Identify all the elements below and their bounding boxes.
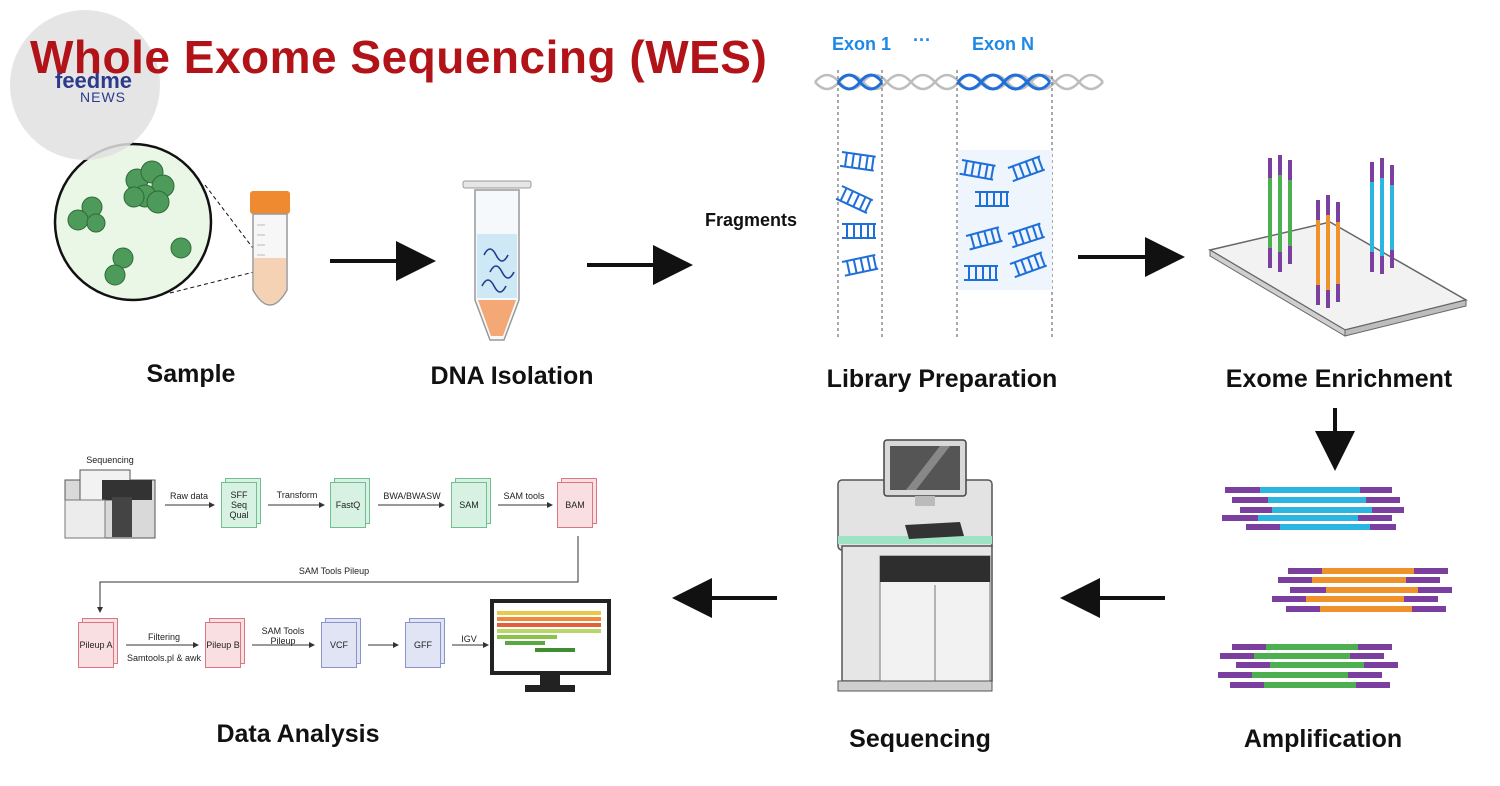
pipeline-sam-tools-pileup-label: SAM Tools Pileup bbox=[261, 626, 305, 646]
pipeline-sequencing-label: Sequencing bbox=[86, 455, 134, 465]
flow-arrows bbox=[330, 237, 1355, 618]
step-library-preparation-label: Library Preparation bbox=[826, 365, 1058, 393]
igv-monitor-illustration bbox=[490, 599, 611, 692]
enrichment-illustration bbox=[1208, 155, 1468, 337]
step-amplification-label: Amplification bbox=[1243, 725, 1403, 753]
step-sample-label: Sample bbox=[146, 360, 236, 388]
node-bam: BAM bbox=[557, 482, 593, 528]
library-illustration bbox=[814, 70, 1104, 340]
feedme-news-logo bbox=[10, 10, 160, 160]
node-vcf: VCF bbox=[321, 622, 357, 668]
exon-n-label: Exon N bbox=[972, 34, 1035, 54]
pipeline-arrows bbox=[97, 502, 579, 648]
step-data-analysis-label: Data Analysis bbox=[216, 720, 380, 748]
logo-sub-text: NEWS bbox=[80, 89, 126, 105]
fragments-label: Fragments bbox=[705, 210, 798, 230]
pipeline-raw-data-label: Raw data bbox=[169, 491, 209, 501]
pipeline-samtools-awk-label: Samtools.pl & awk bbox=[126, 653, 202, 663]
step-dna-isolation-label: DNA Isolation bbox=[430, 362, 594, 390]
node-pileup-b: Pileup B bbox=[205, 622, 241, 668]
page-title: Whole Exome Sequencing (WES) bbox=[30, 31, 768, 83]
amplification-illustration bbox=[1218, 487, 1452, 688]
node-sam: SAM bbox=[451, 482, 487, 528]
step-sequencing-label: Sequencing bbox=[849, 725, 991, 753]
step-exome-enrichment-label: Exome Enrichment bbox=[1225, 365, 1453, 393]
node-gff: GFF bbox=[405, 622, 441, 668]
logo-brand-text: feedme bbox=[55, 68, 133, 93]
pipeline-bwa-label: BWA/BWASW bbox=[383, 491, 441, 501]
exon-1-label: Exon 1 bbox=[832, 34, 892, 54]
pipeline-filtering-label: Filtering bbox=[147, 632, 181, 642]
node-sff: SFF Seq Qual bbox=[221, 482, 257, 528]
mini-sequencer-illustration bbox=[64, 469, 156, 539]
pipeline-igv-label: IGV bbox=[461, 634, 477, 644]
dna-isolation-illustration bbox=[462, 180, 532, 341]
node-pileup-a: Pileup A bbox=[78, 622, 114, 668]
pipeline-sam-tools-label: SAM tools bbox=[503, 491, 545, 501]
sample-illustration bbox=[53, 142, 290, 306]
exon-dots-label: ··· bbox=[913, 30, 931, 50]
node-fastq: FastQ bbox=[330, 482, 366, 528]
pipeline-transform-label: Transform bbox=[276, 490, 318, 500]
sequencer-illustration bbox=[837, 439, 993, 692]
pipeline-pileup-cmd-label: SAM Tools Pileup bbox=[298, 566, 370, 576]
